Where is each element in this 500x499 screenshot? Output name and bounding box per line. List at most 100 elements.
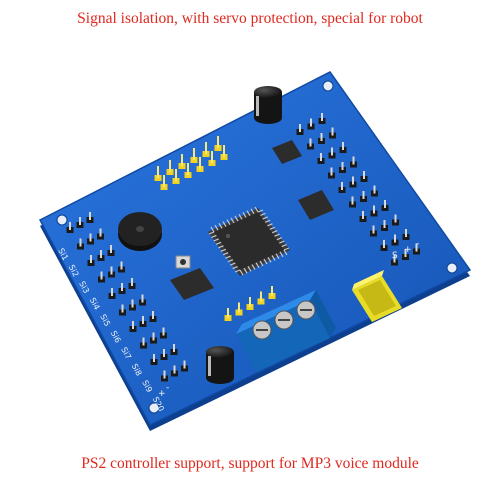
chip-pin [234, 215, 239, 222]
header-pin [362, 211, 364, 219]
header-pin [157, 166, 159, 178]
capacitor-top-icon [254, 86, 282, 124]
header-pin [260, 291, 262, 302]
chip-pin [259, 260, 264, 267]
header-pin [330, 167, 333, 176]
header-pin [384, 200, 386, 208]
header-pin [383, 240, 385, 248]
header-pin [142, 316, 144, 324]
header-pin [342, 142, 344, 150]
chip-pin [247, 266, 252, 272]
header-pin [90, 255, 92, 263]
header-pin [341, 162, 344, 170]
header-pin [373, 185, 376, 194]
header-pin [373, 205, 375, 214]
header-pin [89, 233, 92, 242]
pin-mark-plus-left: + [158, 389, 166, 399]
header-pin [352, 176, 354, 185]
reset-button-icon [175, 255, 191, 269]
chip-pin [208, 231, 215, 235]
chip-pin [213, 238, 219, 242]
header-pin [217, 136, 219, 148]
header-pin [89, 212, 91, 220]
header-pin [162, 327, 165, 336]
header-pin [173, 344, 175, 352]
header-pin [110, 266, 113, 275]
header-pin [131, 299, 134, 308]
header-pin [211, 151, 213, 163]
chip-pin [225, 255, 231, 259]
chip-pin [239, 269, 244, 276]
header-pin [100, 271, 103, 280]
chip-pin [281, 243, 287, 248]
header-pin [193, 148, 195, 160]
header-pin [351, 196, 354, 205]
chip-pins [208, 206, 290, 276]
yellow-header-top [154, 136, 228, 190]
header-pin [352, 156, 355, 165]
header-pin [321, 113, 323, 121]
header-pin [372, 225, 375, 234]
header-pin [320, 153, 322, 161]
header-pin [394, 214, 397, 223]
chip-pin [255, 262, 260, 269]
header-pin [331, 127, 334, 136]
header-pin [163, 370, 166, 379]
chip-pin [267, 223, 273, 227]
chip-pin [214, 224, 219, 231]
header-pin [249, 297, 251, 307]
header-pin [173, 365, 176, 374]
chip-pin [226, 219, 231, 226]
screw-terminal-icon [236, 290, 336, 372]
chip-pin [254, 206, 259, 213]
header-pin [163, 175, 165, 187]
chip-pin [264, 219, 271, 223]
header-pin [183, 360, 186, 369]
chip-pin [218, 223, 223, 229]
mounting-holes [56, 80, 458, 414]
chip-pin [274, 233, 280, 237]
chip-pin [222, 252, 229, 256]
header-pin [404, 249, 407, 257]
chip-pin [218, 245, 224, 249]
header-pin [142, 337, 145, 346]
header-pin [223, 145, 225, 157]
buzzer-icon [118, 212, 162, 251]
pin-mark-plus: + [404, 245, 412, 255]
header-pin [341, 182, 343, 190]
header-pin [199, 157, 201, 169]
header-pin [362, 191, 365, 199]
header-pin [310, 118, 312, 127]
header-pin [320, 133, 323, 141]
header-pin [394, 234, 396, 243]
chip-pin [283, 247, 290, 251]
chip-pin [250, 208, 255, 215]
pin-mark-minus: - [416, 239, 419, 249]
chip-pin [238, 213, 243, 220]
header-pin [175, 169, 177, 181]
header-pin [153, 354, 155, 362]
chip-pin [230, 262, 236, 266]
header-pin [299, 124, 301, 132]
top-caption: Signal isolation, with servo protection,… [77, 10, 423, 27]
isolation-chip-icon [170, 140, 334, 300]
header-pin [331, 147, 333, 156]
chip-pin [222, 221, 227, 227]
chip-pin [262, 216, 268, 220]
capacitor-bottom-icon [206, 346, 234, 384]
mini-usb-connector-icon [352, 270, 402, 322]
chip-pin [211, 234, 217, 239]
header-pin [79, 217, 81, 225]
header-pin [79, 238, 82, 247]
chip-pin [260, 212, 266, 217]
header-pin [181, 154, 183, 166]
chip-pin [242, 212, 247, 218]
chip-pin [269, 226, 276, 230]
header-pin [205, 142, 207, 154]
header-pin [363, 171, 365, 179]
chip-pin [215, 241, 222, 245]
chip-pin [220, 248, 227, 252]
header-pin [152, 332, 155, 341]
header-pin [309, 138, 312, 147]
